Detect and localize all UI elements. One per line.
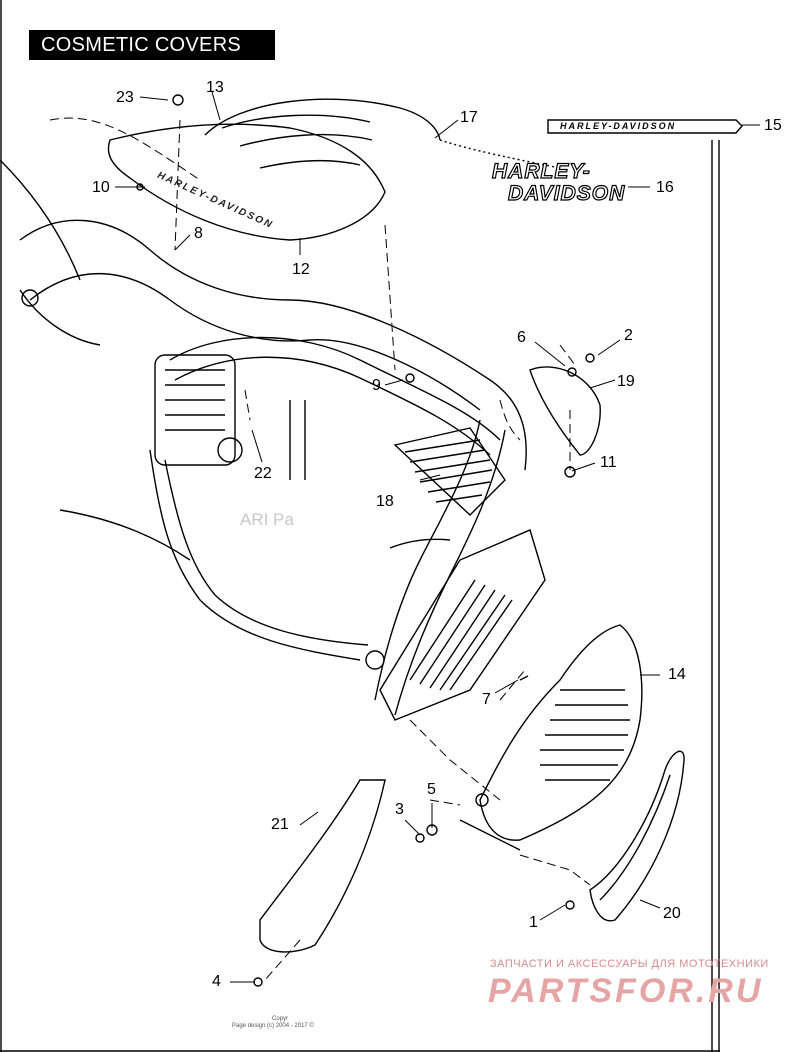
frame-right-panel-border	[711, 140, 720, 1052]
callout-1: 1	[529, 914, 538, 931]
lower-cover	[259, 779, 386, 953]
callout-21: 21	[271, 816, 289, 833]
callout-2: 2	[624, 327, 633, 344]
frame-top-tube	[19, 219, 527, 471]
callout-14: 14	[668, 666, 686, 683]
tank-cover	[107, 123, 386, 241]
callout-11: 11	[600, 454, 617, 471]
callout-3: 3	[395, 801, 404, 818]
watermark-logo: PARTSFOR.RU	[488, 972, 764, 1010]
page-title: COSMETIC COVERS	[29, 30, 275, 60]
callout-15: 15	[764, 117, 782, 134]
badge-outline	[547, 119, 743, 134]
watermark-caption: ЗАПЧАСТИ И АКСЕССУАРЫ ДЛЯ МОТОТЕХНИКИ	[490, 958, 769, 970]
callout-12: 12	[292, 261, 310, 278]
frame-lower-rail	[149, 449, 361, 661]
copyright-line1: Copyr	[272, 1016, 289, 1022]
callout-16: 16	[656, 179, 674, 196]
radiator-shroud	[479, 624, 643, 841]
callout-22: 22	[254, 465, 272, 482]
faded-label: ARI Pa	[240, 510, 294, 529]
callout-19: 19	[617, 373, 635, 390]
callout-13: 13	[206, 79, 224, 96]
callout-23: 23	[116, 89, 134, 106]
script-logo-line2: DAVIDSON	[507, 181, 626, 205]
callout-7: 7	[482, 691, 491, 708]
shroud-trim	[589, 750, 685, 922]
side-cover-grill	[393, 427, 506, 516]
callout-6: 6	[517, 329, 526, 346]
callout-17: 17	[460, 109, 478, 126]
callout-20: 20	[663, 905, 681, 922]
copyright-line2: Page design (c) 2004 - 2017 ©	[232, 1023, 314, 1029]
frame-downtube	[374, 419, 481, 701]
small-cover	[529, 366, 601, 456]
tank-top-cover	[204, 98, 441, 141]
callout-4: 4	[212, 973, 221, 990]
script-logo-line1: HARLEY-	[491, 159, 591, 183]
radiator	[379, 529, 546, 721]
callout-5: 5	[427, 781, 436, 798]
callout-8: 8	[194, 225, 203, 242]
callout-18: 18	[376, 493, 394, 510]
callout-10: 10	[92, 179, 110, 196]
badge-text: HARLEY-DAVIDSON	[560, 121, 677, 131]
callout-9: 9	[372, 377, 381, 394]
frame-backbone	[169, 336, 501, 441]
